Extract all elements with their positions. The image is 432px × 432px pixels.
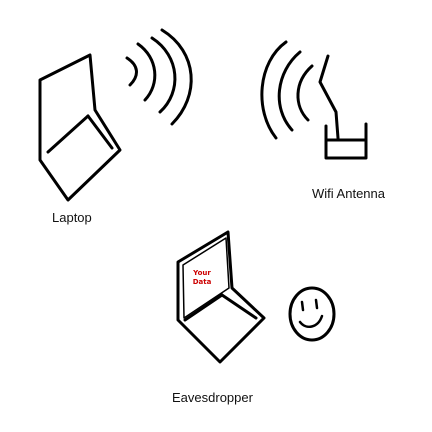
- eavesdropper-label: Eavesdropper: [172, 390, 253, 405]
- signal-waves-icon: [125, 28, 193, 126]
- wifi-antenna-icon: [318, 54, 368, 160]
- wifi-antenna-label: Wifi Antenna: [312, 186, 385, 201]
- antenna-waves-icon: [260, 40, 314, 140]
- eavesdropper-laptop-icon: [176, 230, 266, 364]
- screen-line-data: Data: [192, 278, 212, 286]
- laptop-icon: [38, 53, 122, 202]
- screen-line-your: Your: [193, 269, 211, 277]
- eavesdropper-screen-text: Your Data: [186, 269, 218, 287]
- laptop-label: Laptop: [52, 210, 92, 225]
- smiley-face-icon: [288, 286, 336, 342]
